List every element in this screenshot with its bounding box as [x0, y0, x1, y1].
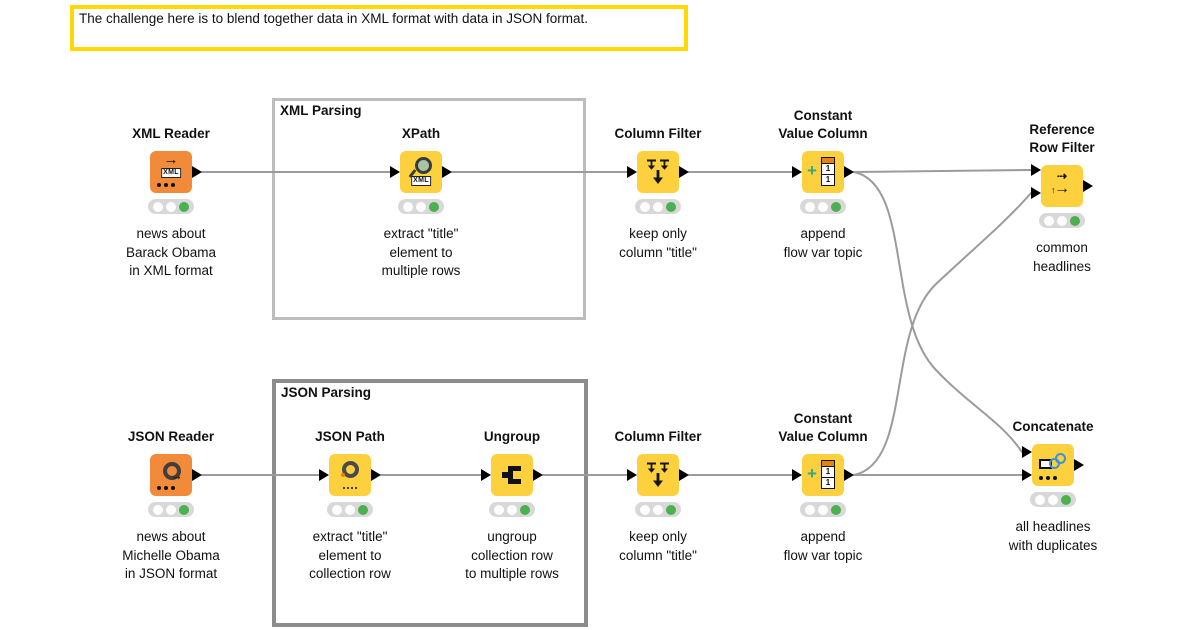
node-json-reader[interactable]: →	[150, 454, 202, 496]
node-dots-icon	[1039, 476, 1057, 480]
annotation-title: XML Parsing	[280, 103, 362, 118]
json-ring-icon	[163, 462, 181, 480]
jsonpath-dot-icon	[341, 473, 345, 477]
jsonpath-dots-icon	[329, 487, 371, 489]
node-ungroup[interactable]	[481, 454, 543, 496]
output-port[interactable]	[533, 469, 543, 481]
status-lights	[800, 199, 846, 214]
annotation-box-json-parsing[interactable]: JSON Parsing	[272, 379, 588, 627]
annotation-title: JSON Parsing	[281, 385, 372, 400]
banner-text: The challenge here is to blend together …	[79, 11, 589, 26]
json-arrow-icon: →	[170, 468, 183, 483]
node-title: JSON Path	[315, 429, 385, 444]
input-port[interactable]	[390, 166, 400, 178]
input-port-2[interactable]	[1031, 187, 1041, 199]
output-port[interactable]	[1074, 459, 1084, 471]
status-lights	[148, 502, 194, 517]
jsonpath-ring-icon	[342, 461, 359, 478]
input-port[interactable]	[627, 469, 637, 481]
output-port[interactable]	[844, 469, 854, 481]
status-lights	[398, 199, 444, 214]
node-column-filter-bottom[interactable]	[627, 454, 689, 496]
node-column-filter-top[interactable]	[627, 151, 689, 193]
wire-cvctop-concatenate	[853, 171, 1023, 453]
output-port[interactable]	[1083, 180, 1093, 192]
node-title: XML Reader	[132, 126, 210, 141]
node-concatenate[interactable]	[1022, 444, 1084, 486]
mini-column-icon: 1 1	[821, 460, 835, 489]
input-port[interactable]	[627, 166, 637, 178]
output-port[interactable]	[371, 469, 381, 481]
xml-format-chip-icon: XML	[161, 168, 181, 178]
output-port[interactable]	[192, 166, 202, 178]
output-port[interactable]	[844, 166, 854, 178]
wire-cvcbottom-refrowfilter	[853, 192, 1032, 476]
ungroup-icon	[502, 466, 521, 484]
workflow-annotation-banner[interactable]: The challenge here is to blend together …	[70, 5, 688, 51]
input-port[interactable]	[792, 166, 802, 178]
status-lights	[1030, 492, 1076, 507]
magnifier-icon	[415, 157, 432, 174]
plus-icon: +	[807, 161, 817, 180]
node-constant-value-column-bottom[interactable]: + 1 1	[792, 454, 854, 496]
input-port[interactable]	[319, 469, 329, 481]
status-lights	[327, 502, 373, 517]
filter-arrow-icon: →	[1054, 180, 1070, 197]
wire-cvctop-refrowfilter	[853, 169, 1032, 173]
node-title: JSON Reader	[127, 429, 215, 444]
chain-link-icon	[1055, 453, 1066, 464]
annotation-box-xml-parsing[interactable]: XML Parsing	[272, 98, 586, 320]
output-port[interactable]	[442, 166, 452, 178]
node-dots-icon	[157, 486, 175, 490]
node-title: XPath	[401, 126, 441, 141]
up-arrow-icon: ↑	[1051, 185, 1056, 195]
status-lights	[635, 199, 681, 214]
input-port-1[interactable]	[1022, 446, 1032, 458]
node-title: Ungroup	[483, 429, 541, 444]
node-title: Column Filter	[614, 126, 702, 141]
status-lights	[635, 502, 681, 517]
input-port[interactable]	[792, 469, 802, 481]
input-port[interactable]	[481, 469, 491, 481]
status-lights	[148, 199, 194, 214]
column-filter-icon	[647, 159, 669, 184]
node-xpath[interactable]: XML	[390, 151, 452, 193]
file-arrow-icon: →	[163, 151, 179, 168]
status-lights	[1039, 213, 1085, 228]
dashed-arrow-icon: ⇢	[1056, 169, 1068, 183]
output-port[interactable]	[679, 166, 689, 178]
node-title: Concatenate	[1012, 419, 1094, 434]
xml-format-chip-icon: XML	[411, 176, 431, 186]
column-filter-icon	[647, 462, 669, 487]
node-json-path[interactable]	[319, 454, 381, 496]
plus-icon: +	[807, 464, 817, 483]
output-port[interactable]	[679, 469, 689, 481]
node-constant-value-column-top[interactable]: + 1 1	[792, 151, 854, 193]
node-xml-reader[interactable]: → XML	[150, 151, 202, 193]
node-title: Column Filter	[614, 429, 702, 444]
status-lights	[800, 502, 846, 517]
output-port[interactable]	[192, 469, 202, 481]
status-lights	[489, 502, 535, 517]
mini-column-icon: 1 1	[821, 157, 835, 186]
input-port-2[interactable]	[1022, 469, 1032, 481]
input-port-1[interactable]	[1031, 164, 1041, 176]
node-reference-row-filter[interactable]: ⇢ ↑ →	[1031, 164, 1093, 207]
node-dots-icon	[157, 183, 175, 187]
